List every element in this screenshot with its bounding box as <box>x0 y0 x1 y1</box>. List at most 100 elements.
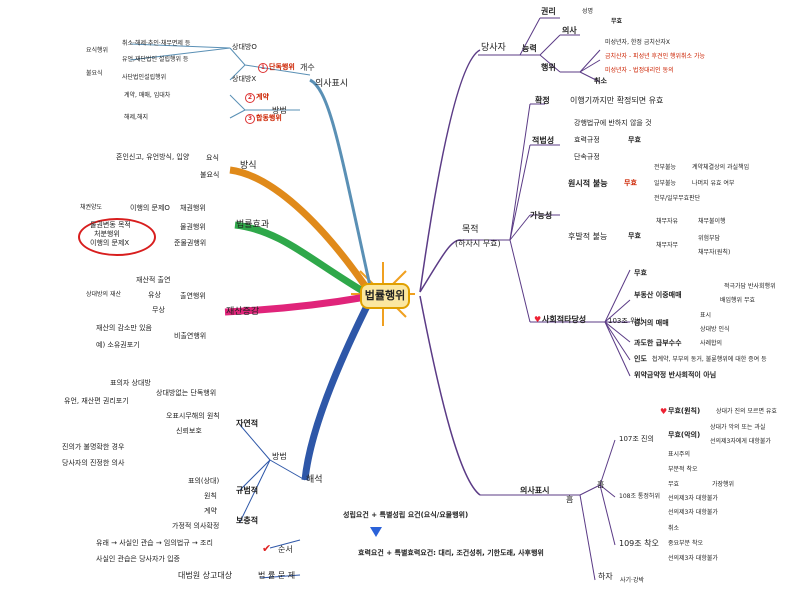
method-not-oral: 불요식 <box>200 171 220 179</box>
property-not-expense: 비출연행위 <box>174 332 207 340</box>
later-item-0: 채무자유 <box>656 218 679 225</box>
interp-order: 순서 <box>278 545 293 554</box>
effect-debt: 채권행위 <box>180 204 206 212</box>
mental-2: 무효(악의) <box>668 431 701 439</box>
property-item-5: 예) 소유권포기 <box>96 341 140 349</box>
intent-sub: 무효 <box>611 18 623 25</box>
interp-sup: 보충적 <box>236 516 259 525</box>
expr-item-0: 107조 진의 <box>619 435 654 443</box>
mental-8: 선의제3자 대항불가 <box>668 495 718 502</box>
capacity-label: 능력 <box>522 44 537 53</box>
effect-quasi: 준물권행위 <box>174 239 207 247</box>
contract-item: 계약, 매매, 임대차 <box>124 92 171 99</box>
effect-property: 물권행위 <box>180 223 206 231</box>
sup-0: 계약 <box>204 507 217 515</box>
mental-1: 상대가 진의 모르면 유효 <box>716 408 777 415</box>
branch-intention <box>309 78 372 287</box>
original-void: 무효 <box>624 179 637 187</box>
intention-title[interactable]: 의사표시 <box>315 79 349 89</box>
sup-1: 가정적 의사확정 <box>172 522 220 530</box>
order-0: 유래 → 사실인 관습 → 임의법규 → 조리 <box>96 539 213 547</box>
method-label: 방법 <box>272 106 287 115</box>
orig-item-1: 일부불능 <box>654 180 677 187</box>
rights-label: 권리 <box>541 7 556 16</box>
unilateral-u2: 상대방X <box>232 75 257 83</box>
property-title[interactable]: 재산증감 <box>226 307 260 317</box>
interp-method: 방법 <box>272 452 287 461</box>
nat-3: 오표시무해의 원칙 <box>166 412 220 420</box>
social-item-10: 위약금약정 반사회적이 아님 <box>634 371 717 379</box>
social-label: 사회적타당성 <box>542 315 587 324</box>
mental-4: 선의제3자에게 대항불가 <box>710 438 771 445</box>
nat-4: 신뢰보호 <box>176 427 202 435</box>
act-item-0: 미성년자, 한정 금치산자X <box>605 39 671 46</box>
effect-title[interactable]: 법률효과 <box>236 220 270 230</box>
mental-8b: 선의제3자 대항불가 <box>668 509 718 516</box>
mental-11: 선의제3자 대항불가 <box>668 555 718 562</box>
nat-1: 상대방없는 단독행위 <box>156 389 217 397</box>
branch-method <box>229 166 371 292</box>
social-law: 103조 위반 <box>608 317 643 325</box>
later-item-3: 위험부담 <box>698 235 721 242</box>
later-item-2: 채무자무 <box>656 242 679 249</box>
intent-label: 의사 <box>562 26 577 35</box>
legality-label: 적법성 <box>532 136 555 145</box>
u-item-1: 유언,재단법인 설립행위 등 <box>122 56 189 63</box>
u-label-oral: 요식행위 <box>86 47 109 54</box>
legality-item-1: 효력규정 <box>574 136 600 144</box>
heart-icon-2: ♥ <box>660 407 668 416</box>
mental-7: 가장행위 <box>712 481 735 488</box>
property-item-3: 상대방의 재산 <box>86 291 122 298</box>
effect-circled-0: 물권변동 목적 <box>90 221 131 229</box>
property-item-0: 재산적 출연 <box>136 276 171 284</box>
mental-6: 무효 <box>668 481 680 488</box>
interp-law-desc: 대법원 상고대상 <box>178 571 233 580</box>
later-void: 무효 <box>628 232 641 240</box>
nat-0: 표의자 상대방 <box>110 379 151 387</box>
expression-result: 흠 <box>566 495 574 504</box>
method-title[interactable]: 방식 <box>240 161 257 171</box>
mental-9: 취소 <box>668 525 680 532</box>
mental-10: 중요부분 착오 <box>668 540 704 547</box>
extra-defect-2: 사기·강박 <box>620 577 644 584</box>
party-title[interactable]: 당사자 <box>481 43 506 53</box>
down-arrow-icon <box>370 527 382 537</box>
u-item-2: 사단법인설립행위 <box>122 74 167 81</box>
later-item-4: 채무자(원칙) <box>698 249 731 256</box>
effect-item-0: 이행의 문제O <box>130 204 170 212</box>
mental-3: 상대가 악의 또는 과실 <box>710 424 766 431</box>
expression-title[interactable]: 의사표시 <box>520 486 550 495</box>
highlight-oval <box>78 218 156 256</box>
norm-0: 표의(상대) <box>188 477 220 485</box>
unilateral-count: 개수 <box>300 63 315 72</box>
social-item-1: 적극가담 반사회행위 <box>724 283 776 290</box>
property-item-2: 유상 <box>148 291 161 299</box>
social-item-5: 상대방 인식 <box>700 326 730 333</box>
interp-connectors <box>239 424 306 579</box>
orig-item-4: 전부/일부무효판단 <box>654 195 701 202</box>
social-item-3: 증거의 매매 <box>634 319 669 327</box>
heart-icon: ♥ <box>534 315 542 324</box>
object-title[interactable]: 목적 <box>462 225 479 235</box>
certainty-desc: 이행기까지만 확정되면 유효 <box>570 96 664 105</box>
center-node[interactable]: 법률행위 <box>360 283 410 309</box>
social-item-9: 첩계약, 부부의 동거, 불륜행위에 대한 증여 등 <box>652 356 767 363</box>
property-item-4: 재산의 감소만 있음 <box>96 324 152 332</box>
social-item-8: 인도 <box>634 355 647 363</box>
cancel-label: 취소 <box>594 77 607 85</box>
original-impossibility: 원시적 불능 <box>568 179 608 188</box>
property-item-1: 무상 <box>152 306 165 314</box>
social-item-4: 표시 <box>700 312 712 319</box>
social-item-7: 사례합의 <box>700 340 723 347</box>
social-void: 무효 <box>634 269 647 277</box>
interp-title[interactable]: 해석 <box>306 475 323 485</box>
extra-defect: 하자 <box>598 572 613 581</box>
rights-sub: 성명 <box>582 8 594 15</box>
defect-label: 흠 <box>597 480 605 489</box>
effect-circled-1: 처분행위 <box>94 230 120 238</box>
possibility-label: 가능성 <box>530 211 553 220</box>
interp-law: 법 률 문 제 <box>258 571 296 580</box>
norm-1: 원칙 <box>204 492 217 500</box>
